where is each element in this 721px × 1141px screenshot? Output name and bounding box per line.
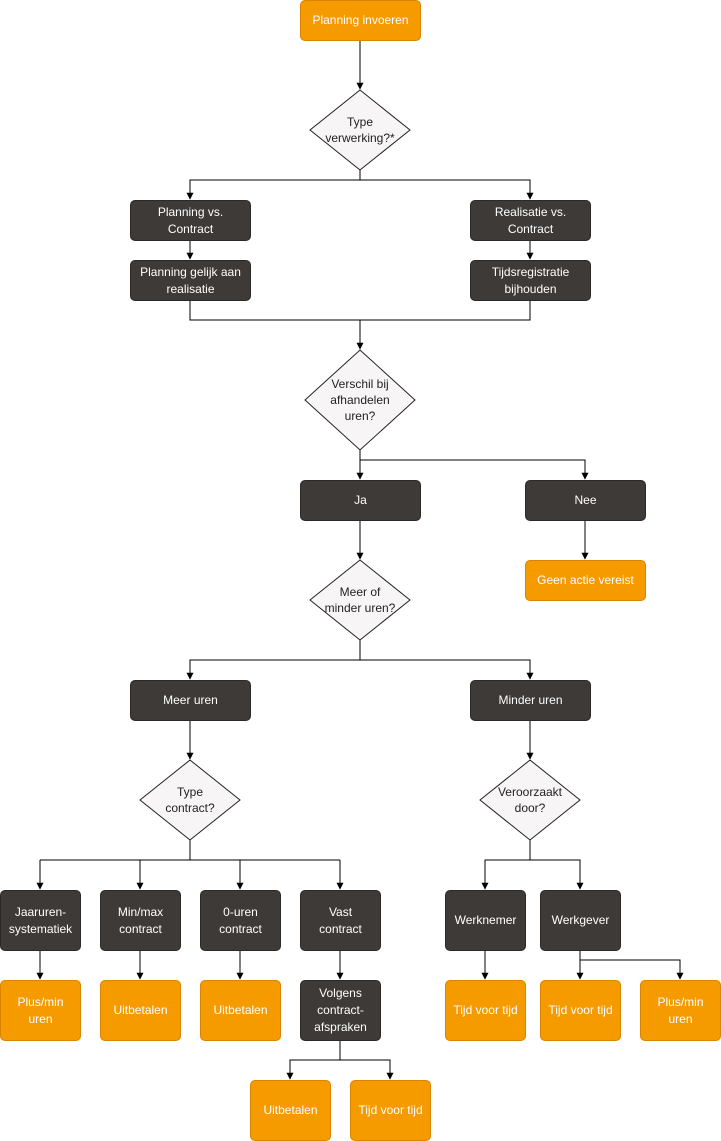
node-uitbetalen-1: Uitbetalen xyxy=(100,980,181,1041)
node-uitbetalen-2: Uitbetalen xyxy=(200,980,281,1041)
edge-type-verwerking-split xyxy=(186,170,361,200)
node-planning-invoeren: Planning invoeren xyxy=(300,0,421,41)
node-tijd-voor-tijd-werknemer: Tijd voor tijd xyxy=(445,980,526,1041)
node-planning-gelijk-aan-realisatie: Planning gelijk aan realisatie xyxy=(130,260,251,301)
node-min-max-contract: Min/max contract xyxy=(100,890,181,951)
node-werknemer: Werknemer xyxy=(445,890,526,951)
decision-veroorzaakt-door: Veroorzaakt door? xyxy=(497,785,563,815)
node-minder-uren: Minder uren xyxy=(470,680,591,721)
node-plus-min-uren-1: Plus/min uren xyxy=(0,980,81,1041)
node-plus-min-uren-2: Plus/min uren xyxy=(640,980,721,1041)
edge-veroorzaakt-right xyxy=(530,859,584,890)
edge-veroorzaakt-left xyxy=(481,840,531,890)
node-realisatie-vs-contract: Realisatie vs. Contract xyxy=(470,200,591,241)
edge-type-verwerking-right xyxy=(360,179,534,200)
edge-merge-left xyxy=(189,300,531,321)
node-vast-contract: Vast contract xyxy=(300,890,381,951)
node-tijd-voor-tijd-werkgever: Tijd voor tijd xyxy=(540,980,621,1041)
edge-volgens-right xyxy=(340,1059,394,1080)
edge-volgens-split xyxy=(286,1040,341,1080)
node-tijd-voor-tijd-3: Tijd voor tijd xyxy=(350,1080,431,1141)
decision-verschil-bij-afhandelen: Verschil bij afhandelen uren? xyxy=(330,377,390,423)
node-planning-vs-contract: Planning vs. Contract xyxy=(130,200,251,241)
decision-type-verwerking: Type verwerking?* xyxy=(325,115,395,145)
node-geen-actie-vereist: Geen actie vereist xyxy=(525,560,646,601)
node-tijdsregistratie-bijhouden: Tijdsregistratie bijhouden xyxy=(470,260,591,301)
node-volgens-contract-afspraken: Volgens contract- afspraken xyxy=(300,980,381,1041)
edge-werkgever-right xyxy=(580,959,684,980)
node-uitbetalen-3: Uitbetalen xyxy=(250,1080,331,1141)
edge-meer-of-minder-right xyxy=(360,659,534,680)
edge-verschil-to-nee xyxy=(360,459,589,480)
node-ja: Ja xyxy=(300,480,421,521)
decision-meer-of-minder-uren: Meer of minder uren? xyxy=(324,585,396,615)
edge-meer-of-minder-left xyxy=(186,640,361,680)
node-meer-uren: Meer uren xyxy=(130,680,251,721)
node-jaaruren-systematiek: Jaaruren- systematiek xyxy=(0,890,81,951)
node-werkgever: Werkgever xyxy=(540,890,621,951)
decision-type-contract: Type contract? xyxy=(165,785,215,815)
node-0-uren-contract: 0-uren contract xyxy=(200,890,281,951)
node-nee: Nee xyxy=(525,480,646,521)
